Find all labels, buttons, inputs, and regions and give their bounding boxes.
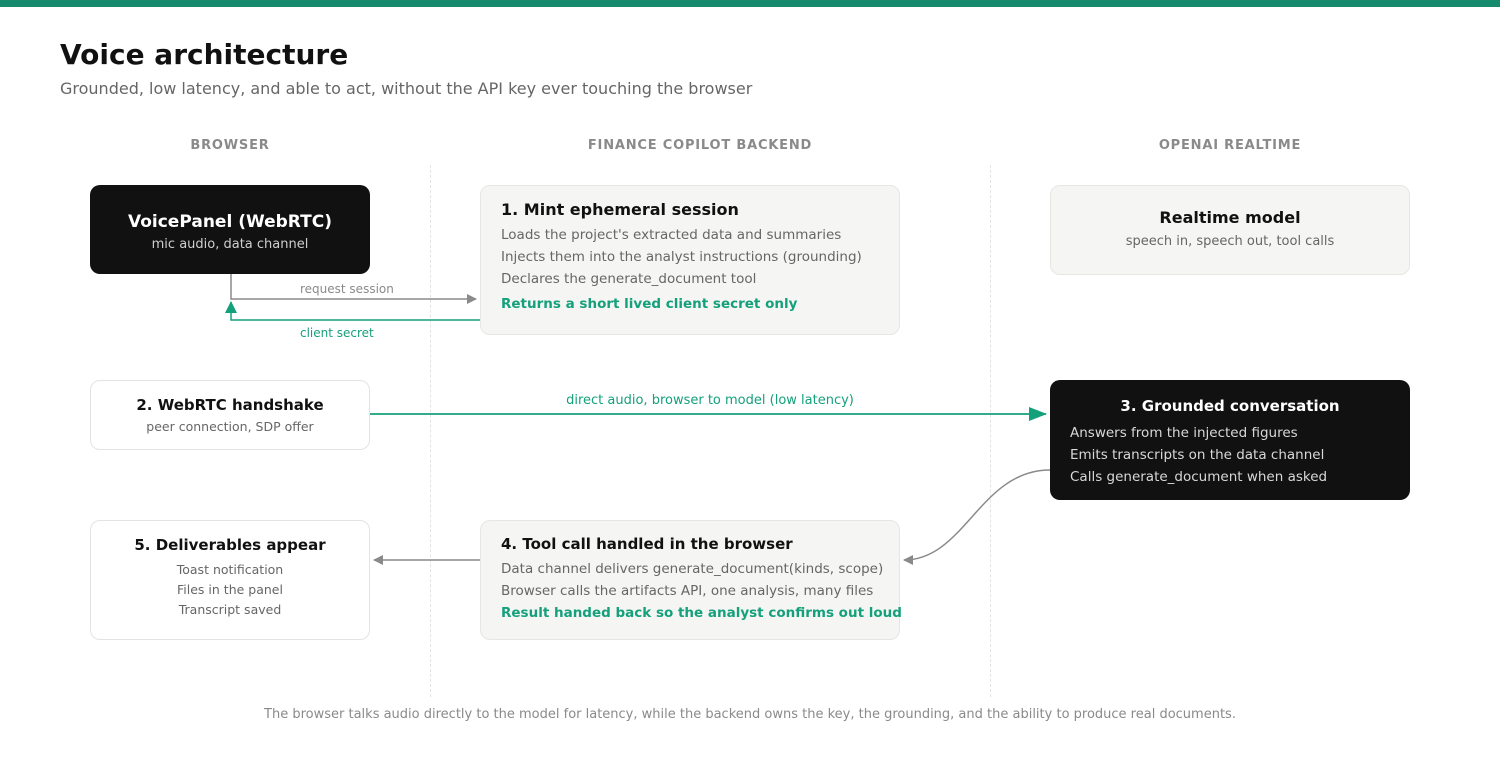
edge-label-direct-audio: direct audio, browser to model (low late…	[566, 393, 854, 408]
voicepanel-node: VoicePanel (WebRTC) mic audio, data chan…	[90, 185, 370, 274]
realtime-model-node: Realtime model speech in, speech out, to…	[1050, 185, 1410, 275]
deliverables-title: 5. Deliverables appear	[134, 536, 326, 554]
column-header-backend: FINANCE COPILOT BACKEND	[587, 138, 813, 153]
mint-session-title: 1. Mint ephemeral session	[501, 200, 739, 219]
page-title: Voice architecture	[60, 38, 349, 71]
voicepanel-title: VoicePanel (WebRTC)	[128, 212, 332, 232]
edge-label-client-secret: client secret	[300, 326, 374, 340]
grounded-conversation-line: Emits transcripts on the data channel	[1070, 447, 1325, 463]
voicepanel-subtitle: mic audio, data channel	[151, 237, 309, 252]
mint-session-line: Injects them into the analyst instructio…	[501, 249, 862, 265]
grounded-conversation-title: 3. Grounded conversation	[1120, 397, 1340, 415]
deliverables-line: Toast notification	[176, 562, 284, 577]
grounded-conversation-line: Calls generate_document when asked	[1070, 469, 1328, 485]
webrtc-handshake-node: 2. WebRTC handshake peer connection, SDP…	[90, 380, 370, 450]
page-subtitle: Grounded, low latency, and able to act, …	[60, 79, 753, 98]
top-accent-bar	[0, 0, 1500, 7]
tool-call-highlight: Result handed back so the analyst confir…	[501, 605, 902, 621]
deliverables-line: Transcript saved	[178, 602, 282, 617]
footnote: The browser talks audio directly to the …	[264, 707, 1236, 722]
tool-call-curve-arrow	[903, 469, 1051, 565]
request-session-arrow	[230, 274, 477, 304]
deliverables-node: 5. Deliverables appear Toast notificatio…	[90, 520, 370, 640]
tool-call-node: 4. Tool call handled in the browser Data…	[480, 520, 902, 640]
grounded-conversation-line: Answers from the injected figures	[1070, 425, 1298, 441]
tool-call-line: Data channel delivers generate_document(…	[501, 561, 884, 577]
column-divider	[990, 165, 991, 697]
grounded-conversation-node: 3. Grounded conversation Answers from th…	[1050, 380, 1410, 500]
deliverables-line: Files in the panel	[177, 582, 283, 597]
column-divider	[430, 165, 431, 697]
mint-session-line: Loads the project's extracted data and s…	[501, 227, 842, 243]
tool-call-title: 4. Tool call handled in the browser	[501, 535, 793, 553]
tool-call-line: Browser calls the artifacts API, one ana…	[501, 583, 874, 599]
webrtc-handshake-title: 2. WebRTC handshake	[136, 396, 324, 414]
edge-label-request-session: request session	[300, 282, 394, 296]
webrtc-handshake-subtitle: peer connection, SDP offer	[146, 419, 314, 434]
realtime-model-subtitle: speech in, speech out, tool calls	[1125, 234, 1335, 249]
client-secret-arrow	[225, 301, 480, 321]
mint-session-node: 1. Mint ephemeral session Loads the proj…	[480, 185, 900, 335]
realtime-model-title: Realtime model	[1159, 208, 1301, 227]
column-header-openai: OPENAI REALTIME	[1158, 138, 1302, 153]
column-header-browser: BROWSER	[190, 138, 270, 153]
mint-session-line: Declares the generate_document tool	[501, 271, 757, 287]
mint-session-highlight: Returns a short lived client secret only	[501, 296, 798, 312]
